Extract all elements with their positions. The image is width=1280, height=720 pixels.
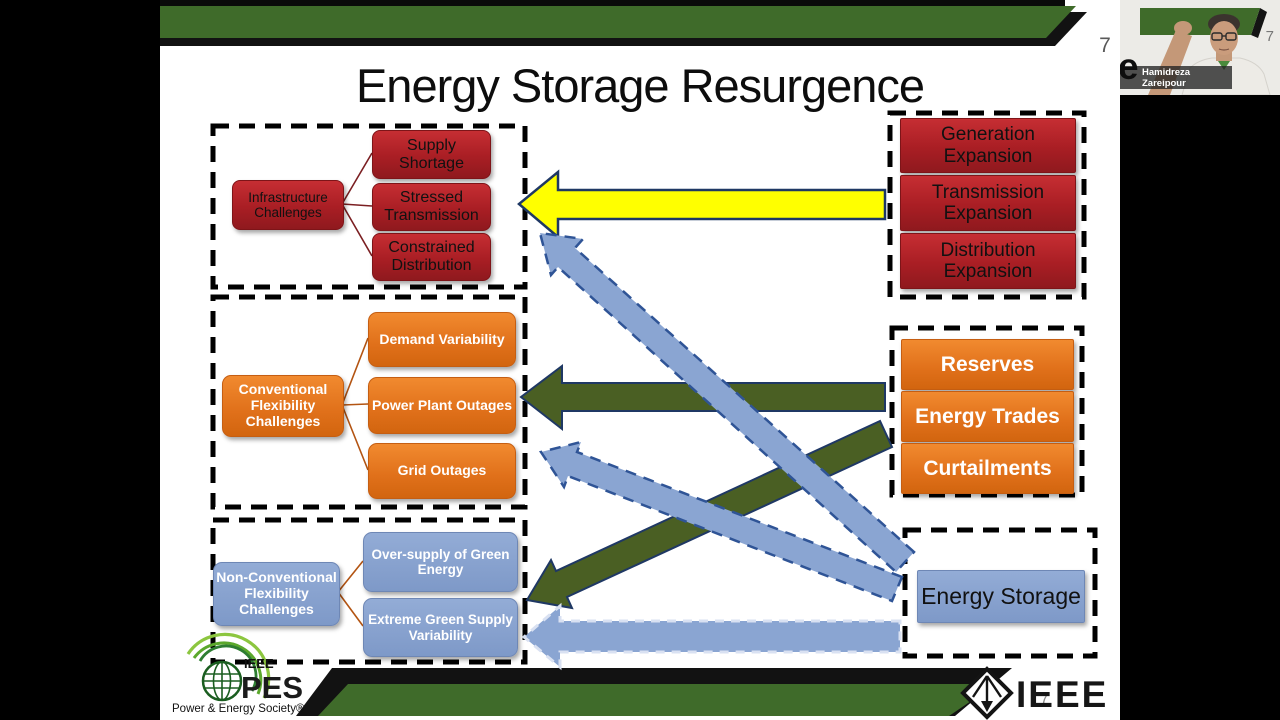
box-distribution-expansion: Distribution Expansion (900, 233, 1076, 289)
box-transmission-expansion: Transmission Expansion (900, 175, 1076, 231)
webcam-banner (1140, 8, 1260, 35)
box-non-conventional-flexibility-challenges: Non-Conventional Flexibility Challenges (213, 562, 340, 626)
webcam-banner-shadow (1251, 8, 1267, 38)
box-conventional-flexibility-challenges: Conventional Flexibility Challenges (222, 375, 344, 437)
slide-page-number: 7 (1099, 34, 1111, 57)
box-grid-outages: Grid Outages (368, 443, 516, 499)
box-infrastructure-challenges: Infrastructure Challenges (232, 180, 344, 230)
box-supply-shortage: Supply Shortage (372, 130, 491, 179)
box-stressed-transmission: Stressed Transmission (372, 183, 491, 231)
box-curtailments: Curtailments (901, 443, 1074, 494)
box-over-supply-of-green-energy: Over-supply of Green Energy (363, 532, 518, 592)
presenter-face (1210, 21, 1238, 55)
box-constrained-distribution: Constrained Distribution (372, 233, 491, 281)
box-energy-trades: Energy Trades (901, 391, 1074, 442)
box-generation-expansion: Generation Expansion (900, 118, 1076, 173)
box-demand-variability: Demand Variability (368, 312, 516, 367)
box-power-plant-outages: Power Plant Outages (368, 377, 516, 434)
webcam-tile[interactable]: 7 Hamidreza Zareipour e (1120, 0, 1280, 95)
box-energy-storage: Energy Storage (917, 570, 1085, 623)
box-reserves: Reserves (901, 339, 1074, 390)
webcam-page-number: 7 (1265, 28, 1274, 45)
box-extreme-green-supply-variability: Extreme Green Supply Variability (363, 598, 518, 657)
platform-e-logo-icon: e (1120, 46, 1139, 87)
glasses-icon (1211, 32, 1237, 41)
slide-title: Energy Storage Resurgence (355, 59, 925, 112)
participant-name-label: Hamidreza Zareipour (1120, 66, 1232, 89)
